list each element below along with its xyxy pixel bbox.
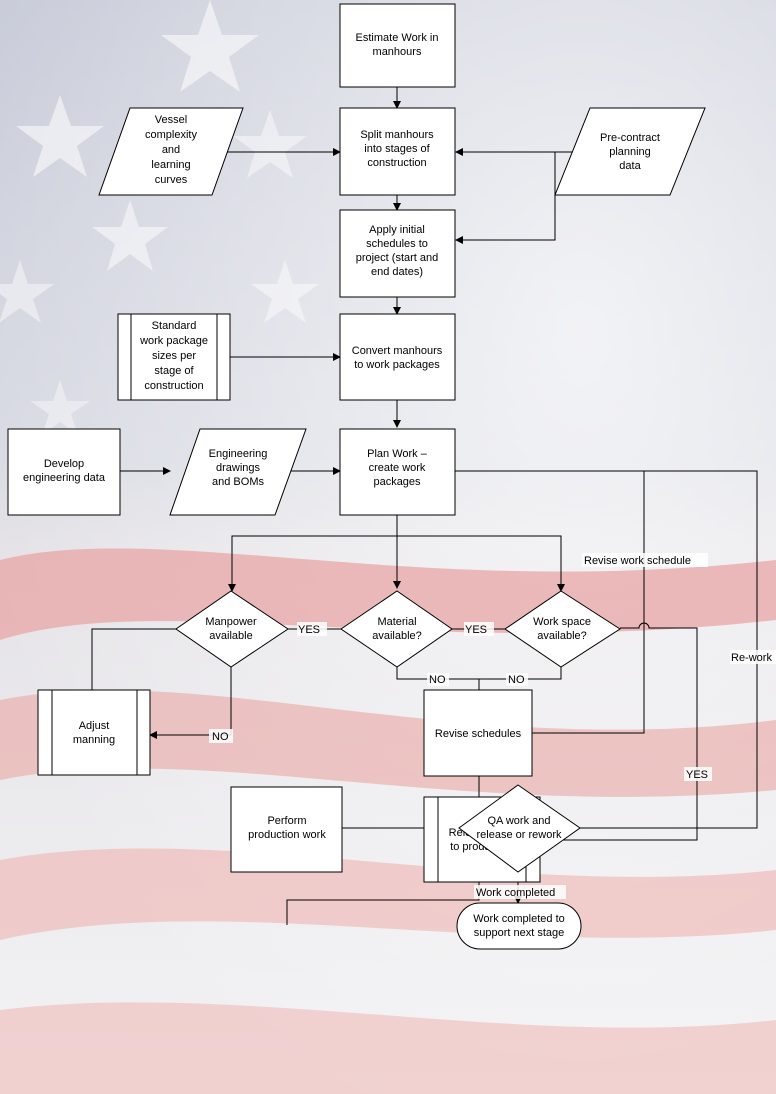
- edge-label-no-workspace: NO: [508, 674, 525, 686]
- node-workspace-available-line-1: Work space: [533, 616, 591, 628]
- node-plan-work: Plan Work – create work packages: [339, 428, 456, 516]
- node-engineering-drawings: Engineering drawings and BOMs: [169, 428, 307, 516]
- node-pre-contract-planning: Pre-contract planning data: [554, 107, 706, 196]
- edge-label-revise-work-schedule: Revise work schedule: [584, 555, 691, 567]
- node-split-manhours-line-2: into stages of: [364, 143, 430, 155]
- node-plan-work-line-3: packages: [373, 476, 421, 488]
- node-vessel-complexity-line-1: Vessel: [155, 114, 187, 126]
- node-work-completed-line-1: Work completed to: [473, 913, 565, 925]
- node-apply-schedules-line-2: schedules to: [366, 238, 428, 250]
- node-vessel-complexity-line-2: complexity: [145, 129, 197, 141]
- edge-label-yes-workspace: YES: [686, 769, 708, 781]
- node-standard-work-package-line-4: stage of: [154, 365, 194, 377]
- edge-label-no-material: NO: [429, 674, 446, 686]
- node-pre-contract-planning-line-3: data: [619, 160, 641, 172]
- edge-label-no-manpower: NO: [212, 731, 229, 743]
- node-standard-work-package-line-1: Standard: [152, 320, 197, 332]
- node-convert-manhours-line-1: Convert manhours: [352, 345, 443, 357]
- node-plan-work-line-2: create work: [369, 462, 426, 474]
- node-split-manhours-line-1: Split manhours: [360, 129, 434, 141]
- node-adjust-manning-line-1: Adjust: [79, 720, 110, 732]
- node-qa-work: QA work and release or rework: [458, 784, 581, 873]
- node-standard-work-package: Standard work package sizes per stage of…: [117, 313, 231, 401]
- node-split-manhours-line-3: construction: [367, 157, 426, 169]
- node-pre-contract-planning-line-1: Pre-contract: [600, 132, 660, 144]
- node-develop-engineering-line-2: engineering data: [23, 472, 106, 484]
- node-qa-work-line-1: QA work and: [488, 815, 551, 827]
- node-convert-manhours: Convert manhours to work packages: [339, 313, 456, 401]
- node-apply-schedules: Apply initial schedules to project (star…: [339, 209, 456, 298]
- perform-production: Perform production work: [230, 786, 343, 873]
- node-workspace-available-line-2: available?: [537, 630, 587, 642]
- node-engineering-drawings-line-2: drawings: [216, 462, 261, 474]
- node-convert-manhours-line-2: to work packages: [354, 359, 440, 371]
- node-plan-work-line-1: Plan Work –: [367, 448, 428, 460]
- node-qa-work-line-2: release or rework: [477, 829, 562, 841]
- node-workspace-available: Work space available?: [504, 590, 621, 668]
- node-vessel-complexity: Vessel complexity and learning curves: [98, 107, 244, 196]
- node-estimate-work-line-2: manhours: [373, 46, 422, 58]
- node-engineering-drawings-line-3: and BOMs: [212, 476, 264, 488]
- node-manpower-available-line-2: available: [209, 630, 252, 642]
- node-adjust-manning-line-2: manning: [73, 734, 115, 746]
- node-work-completed: Work completed to support next stage: [456, 902, 582, 950]
- node-develop-engineering-line-1: Develop: [44, 458, 84, 470]
- node-vessel-complexity-line-5: curves: [155, 174, 188, 186]
- node-revise-schedules-line-1: Revise schedules: [435, 728, 522, 740]
- edge-label-yes-manpower: YES: [298, 624, 320, 636]
- node-revise-schedules: Revise schedules: [423, 689, 533, 777]
- node-apply-schedules-line-4: end dates): [371, 266, 423, 278]
- perform-production-line-2: production work: [248, 829, 326, 841]
- edge-label-work-completed: Work completed: [476, 887, 555, 899]
- perform-production-line-1: Perform: [267, 815, 306, 827]
- node-vessel-complexity-line-4: learning: [151, 159, 190, 171]
- node-develop-engineering: Develop engineering data: [7, 428, 121, 516]
- node-apply-schedules-line-1: Apply initial: [369, 224, 425, 236]
- edge-label-rework: Re-work: [731, 652, 772, 664]
- node-apply-schedules-line-3: project (start and: [356, 252, 439, 264]
- node-adjust-manning: Adjust manning: [37, 689, 151, 776]
- node-material-available-line-1: Material: [377, 616, 416, 628]
- node-pre-contract-planning-line-2: planning: [609, 146, 651, 158]
- node-estimate-work-line-1: Estimate Work in: [356, 32, 439, 44]
- node-material-available-line-2: available?: [372, 630, 422, 642]
- node-standard-work-package-line-5: construction: [144, 380, 203, 392]
- node-standard-work-package-line-2: work package: [139, 335, 208, 347]
- node-material-available: Material available?: [340, 590, 453, 668]
- node-split-manhours: Split manhours into stages of constructi…: [339, 107, 456, 196]
- node-manpower-available: Manpower available: [175, 590, 289, 668]
- node-engineering-drawings-line-1: Engineering: [209, 448, 268, 460]
- node-standard-work-package-line-3: sizes per: [152, 350, 196, 362]
- node-work-completed-line-2: support next stage: [474, 927, 565, 939]
- node-vessel-complexity-line-3: and: [162, 144, 180, 156]
- edge-label-yes-material: YES: [465, 624, 487, 636]
- node-estimate-work: Estimate Work in manhours: [339, 3, 456, 88]
- node-manpower-available-line-1: Manpower: [205, 616, 257, 628]
- edge-labels: YES YES NO NO NO YES Revise work schedul…: [209, 553, 776, 899]
